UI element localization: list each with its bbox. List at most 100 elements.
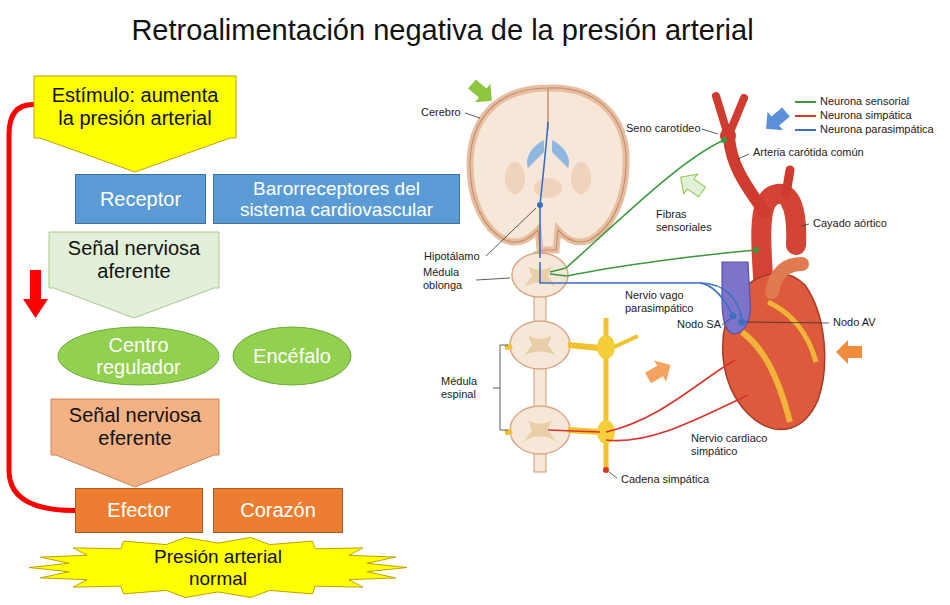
nerve-dot [753,247,759,253]
leader-line [738,154,749,159]
node-text: Corazón [240,499,316,521]
node-outline [76,175,206,224]
legend-text: Neurona parasimpática [820,123,934,136]
feedback-arrow [23,270,48,318]
node-outline [34,76,236,172]
node-outline [29,538,407,598]
part-label: Arteria carótida común [752,146,865,159]
pulmonary-trunk [772,264,802,292]
result-starburst: Presión arterial normal [28,536,408,599]
text-wrap: Efector [107,499,170,521]
center-ellipse: Centro regulador [57,326,220,386]
node-text: Presión arterial normal [133,546,303,589]
part-label: Nervio vago parasimpático [624,289,706,315]
legend-line [795,129,816,131]
leader-line [746,322,829,323]
block-arrow [464,75,499,110]
effector-box: Efector [75,488,203,533]
sensory-fiber [550,268,567,276]
leader-line [486,208,536,256]
bracket [493,345,508,430]
leader-line [722,319,730,325]
node-text-area: Estímulo: aumenta la presión arterial [33,75,237,138]
grey-matter [524,335,556,356]
part-label: Nervio cardiaco simpático [690,432,780,458]
block-arrow [642,355,677,389]
node-text: Encéfalo [253,345,331,367]
sympathetic-fiber [606,360,735,432]
node-text: Señal nerviosa aferente [54,237,214,282]
process-box: Barorreceptores del sistema cardiovascul… [213,174,460,224]
stimulus-box: Estímulo: aumenta la presión arterial [33,75,237,173]
basal-ganglia [505,162,525,194]
carotid-sinus [720,128,736,144]
coronary-fat [768,302,816,362]
text-wrap: Centro regulador [84,334,194,379]
node-text-area: Efector [75,488,203,533]
node-outline [51,399,219,487]
text-wrap: Señal nerviosa aferente [54,237,214,282]
part-label: Hipotálamo [423,250,481,263]
node-text: Centro regulador [84,334,194,379]
parasympathetic-fiber [540,262,733,316]
nerve-root [505,431,512,433]
diagram-title: Retroalimentación negativa de la presión… [40,12,845,48]
text-wrap: Presión arterial normal [133,546,303,589]
basal-ganglia [571,162,591,194]
part-label: Médula espinal [440,375,492,401]
ventricle [527,140,544,168]
node-text: Barorreceptores del sistema cardiovascul… [229,178,444,221]
sympathetic-fiber [548,430,600,432]
node-text-area: Corazón [213,488,343,533]
nerve-dot [721,137,727,143]
part-label: Nodo AV [832,316,877,329]
text-wrap: Barorreceptores del sistema cardiovascul… [229,178,444,221]
part-label: Fibras sensoriales [655,208,719,234]
node-outline [76,489,203,533]
brain [470,88,626,250]
node-text: Receptor [100,188,181,210]
node-text-area: Barorreceptores del sistema cardiovascul… [213,174,460,224]
text-wrap: Encéfalo [253,345,331,367]
thalamus [534,178,562,198]
artery-branch [786,170,790,194]
text-wrap: Receptor [100,188,181,210]
carotid-branch [716,96,727,132]
part-label: Seno carotídeo [625,122,702,135]
parasympathetic-fiber [700,283,742,322]
part-label: Cerebro [420,106,462,119]
legend-text: Neurona sensorial [820,95,909,108]
nerve-dot [603,467,609,473]
leader-line [702,129,718,134]
node-text-area: Presión arterial normal [28,536,408,599]
node-outline [214,175,460,224]
text-wrap: Corazón [240,499,316,521]
leader-line [801,224,809,226]
node-text-area: Centro regulador [57,326,220,386]
leader-line [476,278,510,280]
part-label: Médula oblonga [422,266,474,292]
part-label: Cadena simpática [620,473,710,486]
node-text-area: Señal nerviosa aferente [48,231,220,288]
legend-text: Neurona simpática [820,109,912,122]
brain-outline [470,88,626,250]
node-outline [233,327,351,385]
block-arrow [836,340,862,364]
node-outline [58,327,219,385]
coronary-fat [742,332,790,422]
block-arrow [674,167,709,202]
legend-line [795,115,816,117]
sensory-fiber [567,250,756,276]
carotid-branch [730,98,744,132]
process-box: Receptor [75,174,206,224]
spinal-section [510,321,570,369]
effector-box: Corazón [213,488,343,533]
av-node [739,319,746,326]
signal-arrow-box: Señal nerviosa aferente [48,231,220,319]
ganglion [597,335,615,359]
sensory-fiber [566,140,724,268]
center-ellipse: Encéfalo [232,326,352,386]
part-label: Cayado aórtico [812,217,888,230]
leader-line [609,472,617,478]
